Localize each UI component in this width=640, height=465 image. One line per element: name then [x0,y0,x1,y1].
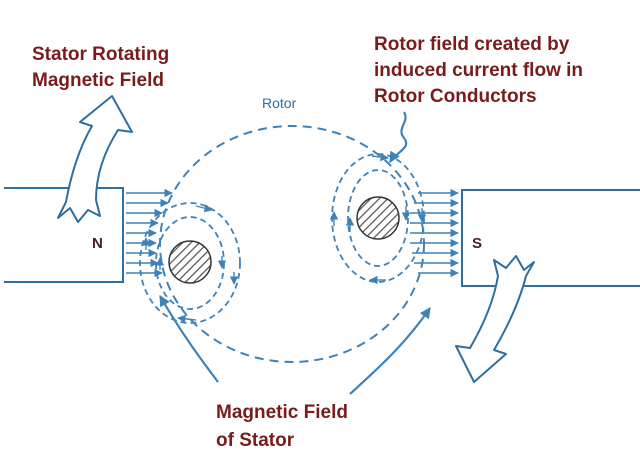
pointer-to-rotor-field [389,111,408,163]
stator-rotating-field-label: Stator Rotating Magnetic Field [32,44,175,91]
left-hatched-conductor-icon [168,240,212,284]
rotor-field-arrow-icon [455,255,535,383]
stator-flux-lines-left [126,188,173,278]
rotor-label: Rotor [262,95,297,111]
right-conductor-field [329,152,427,285]
rotor-circle [159,125,425,363]
pointer-to-left-loop [159,295,219,383]
magnetic-field-of-stator-label: Magnetic Field of Stator [216,402,353,451]
north-pole: N [0,187,124,283]
rotor-field-label: Rotor field created by induced current f… [374,34,588,107]
pointer-to-right-loop [349,307,431,395]
north-pole-label: N [92,235,103,252]
south-pole-label: S [472,235,482,252]
right-hatched-conductor-icon [356,196,400,240]
stator-rotating-field-arrow-icon [57,95,133,223]
stator-flux-lines-right [410,188,459,278]
south-pole: S [461,189,640,287]
left-conductor-field [139,202,241,324]
